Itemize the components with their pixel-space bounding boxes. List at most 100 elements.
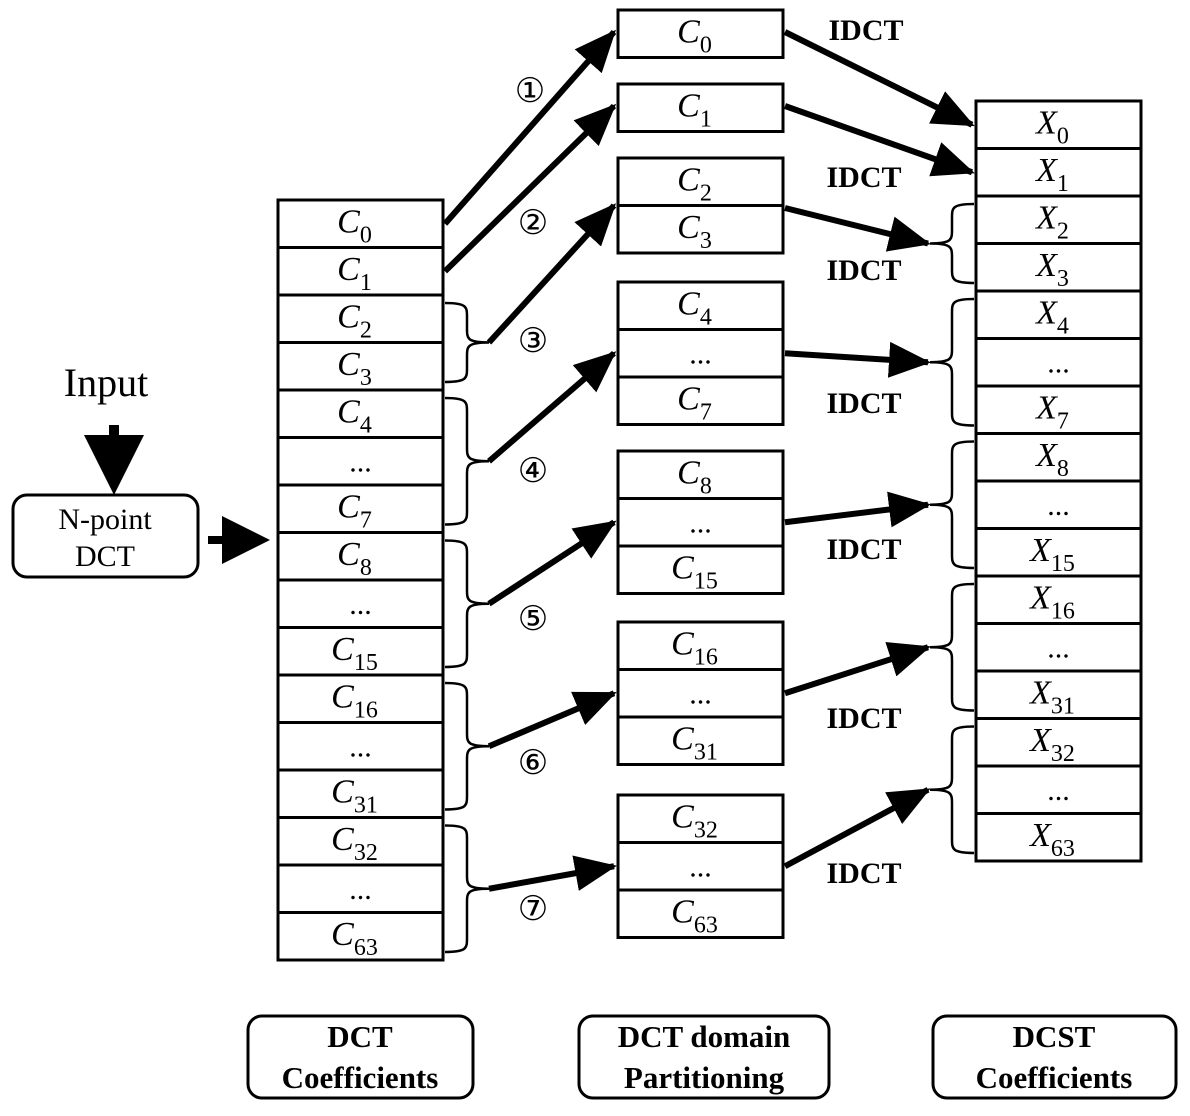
dct-cell-10-label: C16	[331, 678, 378, 723]
partition-number-2: ②	[518, 203, 548, 243]
partition-2-cell-0-box	[616, 82, 785, 133]
dcst-coefficients-label-line2: Coefficients	[976, 1060, 1133, 1095]
partition-4-cell-1-box	[616, 328, 785, 379]
partition-4-cell-1-ellipsis: ...	[689, 338, 712, 371]
dcst-cell-12-label: X31	[1028, 674, 1075, 719]
partition-6-cell-2-symbol: C	[671, 720, 694, 757]
partition-number-3: ③	[518, 321, 548, 361]
dct-cell-12-label: C31	[331, 773, 378, 818]
partition-7-cell-2-subscript: 63	[694, 912, 718, 938]
dcst-cell-15-subscript: 63	[1051, 836, 1075, 862]
idct-arrow-7	[783, 787, 931, 869]
idct-arrow-2	[783, 103, 975, 177]
dcst-cell-9-label: X15	[1028, 532, 1075, 577]
left-brace-7	[444, 824, 490, 954]
partition-3-cell-1-symbol: C	[677, 209, 700, 246]
dct-cell-1-label: C1	[337, 251, 372, 296]
dct-cell-2-subscript: 2	[360, 317, 372, 343]
idct-label-5: IDCT	[826, 533, 901, 566]
dcst-cell-7: X8	[974, 432, 1143, 483]
dcst-cell-2-label: X2	[1034, 199, 1069, 244]
dct-cell-9-subscript: 15	[354, 650, 378, 676]
dct-cell-11: ...	[276, 721, 445, 772]
dct-coefficients-label-box	[246, 1014, 475, 1100]
idct-label-2: IDCT	[826, 161, 901, 194]
dcst-cell-15-box	[974, 812, 1143, 863]
partition-7-cell-0-box	[616, 793, 785, 844]
dct-cell-6-subscript: 7	[360, 507, 372, 533]
partition-arrow-6	[487, 690, 617, 750]
partition-5-cell-0: C8	[616, 449, 785, 500]
dcst-cell-14: ...	[974, 764, 1143, 815]
partition-7-cell-0-subscript: 32	[694, 817, 718, 843]
dct-cell-0-symbol: C	[337, 203, 360, 240]
partition-4-cell-2-subscript: 7	[700, 399, 712, 425]
dct-cell-6-symbol: C	[337, 488, 360, 525]
partition-6-cell-2: C31	[616, 715, 785, 766]
partition-7-cell-2-box	[616, 888, 785, 939]
dct-cell-0: C0	[276, 198, 445, 249]
dct-cell-4-box	[276, 388, 445, 439]
dcst-cell-10-subscript: 16	[1051, 598, 1075, 624]
dcst-cell-7-label: X8	[1034, 437, 1069, 482]
partition-group-2: C1	[616, 82, 785, 133]
dct-cell-7: C8	[276, 531, 445, 582]
dct-cell-8-box	[276, 578, 445, 629]
partitioning-label-line1: DCT domain	[618, 1019, 791, 1054]
dct-cell-13-symbol: C	[331, 821, 354, 858]
partition-7-cell-2: C63	[616, 888, 785, 939]
partition-1-cell-0-subscript: 0	[700, 32, 712, 58]
partition-4-cell-1: ...	[616, 328, 785, 379]
dcst-cell-7-subscript: 8	[1057, 456, 1069, 482]
dcst-cell-1-box	[974, 147, 1143, 198]
ndct-box	[11, 493, 200, 579]
dcst-cell-12-box	[974, 669, 1143, 720]
dct-cell-15-box	[276, 911, 445, 962]
partition-group-5: C8...C15	[616, 449, 785, 595]
dct-cell-11-ellipsis: ...	[349, 731, 372, 764]
dct-cell-15: C63	[276, 911, 445, 962]
partition-group-4: C4...C7	[616, 280, 785, 426]
dcst-cell-7-symbol: X	[1034, 437, 1058, 474]
dct-cell-10: C16	[276, 673, 445, 724]
partition-4-cell-2-box	[616, 375, 785, 426]
dct-cell-4-subscript: 4	[360, 412, 372, 438]
dcst-cell-0: X0	[974, 99, 1143, 150]
dcst-cell-8: ...	[974, 479, 1143, 530]
dcst-cell-13-box	[974, 717, 1143, 768]
partition-5-cell-1-ellipsis: ...	[689, 507, 712, 540]
partitioning-label-box	[577, 1014, 831, 1100]
dct-cell-9: C15	[276, 626, 445, 677]
partition-4-cell-2-label: C7	[677, 380, 712, 425]
dcst-cell-14-ellipsis: ...	[1047, 774, 1070, 807]
dct-cell-4-label: C4	[337, 393, 372, 438]
dcst-coefficients-label-line1: DCST	[1013, 1019, 1096, 1054]
partition-3-cell-1: C3	[616, 204, 785, 255]
dct-cell-12-box	[276, 768, 445, 819]
partition-7-cell-0: C32	[616, 793, 785, 844]
idct-arrow-6	[784, 642, 931, 697]
input-label: Input	[64, 360, 148, 405]
partition-5-cell-1: ...	[616, 497, 785, 548]
dcst-cell-4-subscript: 4	[1057, 313, 1069, 339]
partition-4-cell-0-subscript: 4	[700, 304, 712, 330]
right-brace-7	[929, 725, 975, 855]
partition-6-cell-1-ellipsis: ...	[689, 678, 712, 711]
dcst-cell-3-subscript: 3	[1057, 266, 1069, 292]
dcst-coefficients-label-box	[931, 1014, 1178, 1100]
right-brace-5	[929, 440, 975, 570]
dcst-cell-5-ellipsis: ...	[1047, 347, 1070, 380]
dct-cell-12-subscript: 31	[354, 792, 378, 818]
partition-3-cell-1-label: C3	[677, 209, 712, 254]
dcst-cell-11-ellipsis: ...	[1047, 632, 1070, 665]
dct-cell-7-label: C8	[337, 536, 372, 581]
partition-2-cell-0-label: C1	[677, 87, 712, 132]
dct-coefficients-label-line2: Coefficients	[282, 1060, 439, 1095]
partition-arrow-3	[486, 203, 617, 345]
dct-cell-15-label: C63	[331, 916, 378, 961]
partition-number-6: ⑥	[518, 743, 548, 783]
dct-cell-4-symbol: C	[337, 393, 360, 430]
dcst-cell-6-label: X7	[1034, 389, 1069, 434]
